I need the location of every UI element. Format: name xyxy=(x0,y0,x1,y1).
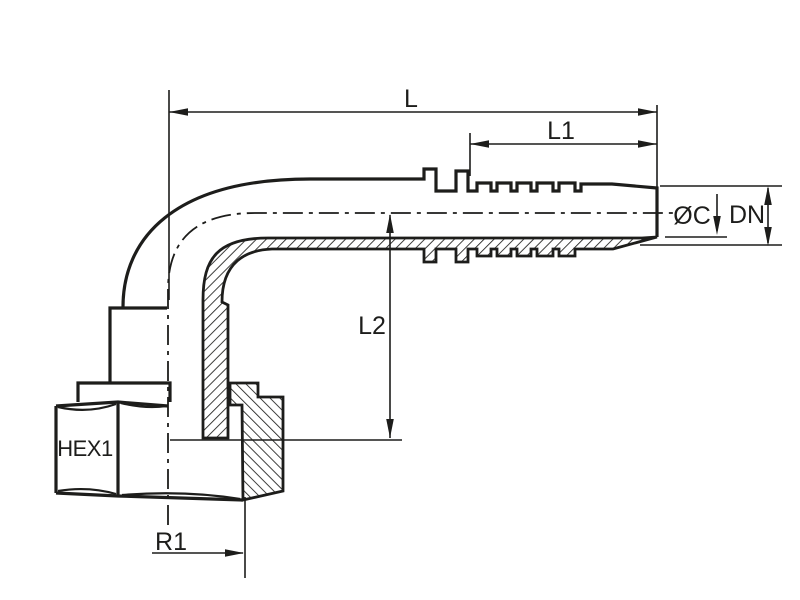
hose-tail-barb-profile xyxy=(310,167,659,237)
arrowhead-l-left xyxy=(169,108,188,116)
arrowhead-l2-up xyxy=(386,214,394,233)
section-hatching xyxy=(201,235,658,502)
label-overall-length: L xyxy=(404,85,418,113)
stem-outline xyxy=(108,306,167,383)
tube-wall-section xyxy=(201,235,658,440)
body-section xyxy=(228,381,285,502)
chamfer-arc-top-right xyxy=(120,401,167,409)
elbow-outer-curve xyxy=(121,177,311,308)
label-nominal-bore: DN xyxy=(729,201,765,229)
arrowhead-r1 xyxy=(225,549,244,557)
dimension-lines xyxy=(152,90,782,578)
arrowhead-dn-down xyxy=(764,227,772,246)
label-center-height: L2 xyxy=(358,312,386,340)
arrowhead-oc-down xyxy=(713,216,721,235)
chamfer-arc-bottom-left xyxy=(57,487,117,496)
flange-outline xyxy=(76,381,172,402)
hex-nut-bottom-edge xyxy=(55,491,244,502)
hex-chamfer-arcs xyxy=(57,401,241,501)
label-tail-diameter: ØC xyxy=(673,202,711,230)
chamfer-arc-top-left xyxy=(57,402,117,411)
label-bend-radius: R1 xyxy=(155,528,187,556)
dimension-labels: L L1 L2 R1 ØC DN HEX1 xyxy=(57,85,765,556)
label-tail-length: L1 xyxy=(547,117,575,145)
fitting-outline xyxy=(54,167,659,502)
arrowhead-l1-left xyxy=(470,140,489,148)
label-hex-size: HEX1 xyxy=(57,436,113,461)
arrowhead-l1-right xyxy=(638,140,657,148)
arrowhead-l2-down xyxy=(386,419,394,438)
dimension-arrowheads xyxy=(169,108,772,557)
chamfer-arc-bottom-right xyxy=(121,492,241,501)
arrowhead-dn-up xyxy=(764,186,772,205)
arrowhead-l-right xyxy=(638,108,657,116)
